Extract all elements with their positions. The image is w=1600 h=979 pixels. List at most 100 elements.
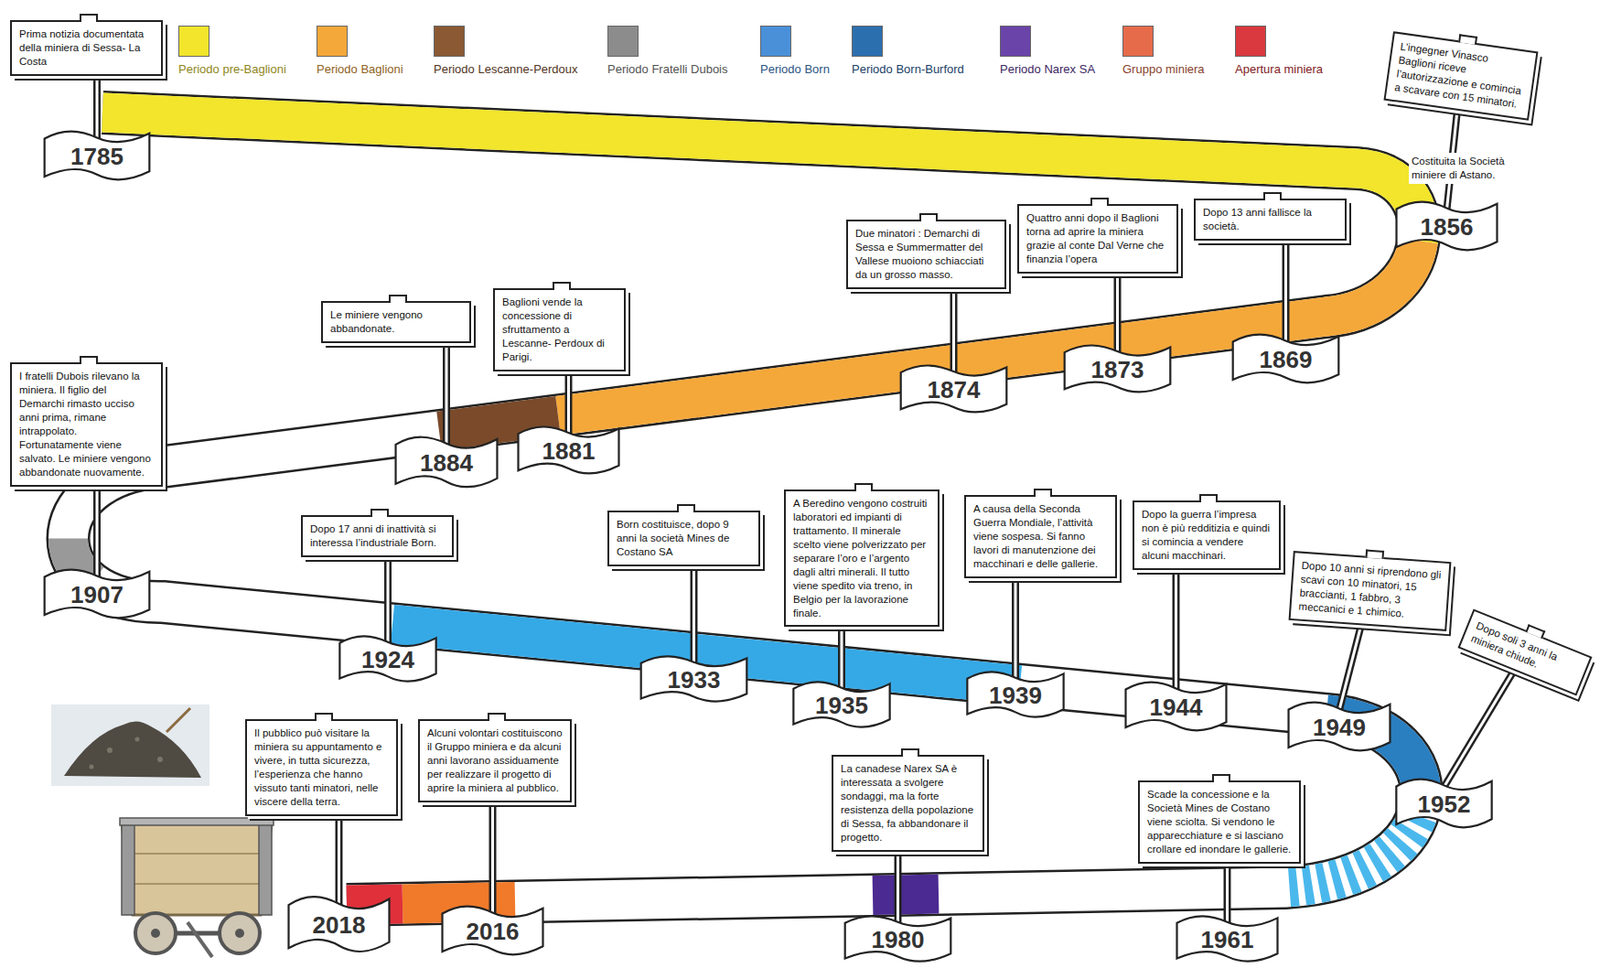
post bbox=[1172, 567, 1181, 690]
flag-outline bbox=[1396, 202, 1498, 251]
post bbox=[1444, 652, 1526, 787]
event-text: A Beredino vengono costruiti laboratori … bbox=[793, 496, 931, 620]
year-flag: 1785 bbox=[41, 128, 153, 183]
year-flag: 1949 bbox=[1285, 698, 1394, 754]
event-sign: Il pubblico può visitare la miniera su a… bbox=[245, 719, 398, 817]
flag-outline bbox=[442, 906, 544, 956]
event-text: Alcuni volontari costituiscono il Gruppo… bbox=[427, 726, 563, 795]
year-text: 1935 bbox=[815, 690, 869, 720]
cart-plank bbox=[125, 852, 269, 855]
legend-text: Periodo Baglioni bbox=[316, 62, 404, 77]
post-highlight bbox=[1225, 860, 1229, 924]
legend-item: Periodo Born-Burford bbox=[851, 25, 965, 77]
year-flag: 1944 bbox=[1122, 678, 1230, 734]
event-text: Due minatori : Demarchi di Sessa e Summe… bbox=[855, 226, 998, 282]
road-ground bbox=[68, 112, 1422, 905]
flag-outline bbox=[793, 681, 890, 727]
year-text: 2018 bbox=[312, 910, 366, 939]
legend-swatch bbox=[433, 25, 465, 57]
legend-text: Periodo Born-Burford bbox=[851, 62, 965, 77]
post-highlight bbox=[1174, 567, 1178, 690]
sign-post bbox=[1285, 237, 1287, 343]
year-text: 1874 bbox=[927, 375, 981, 404]
flag-outline bbox=[1064, 344, 1171, 392]
year-text: 1869 bbox=[1259, 344, 1313, 374]
year-flag: 1952 bbox=[1393, 775, 1495, 831]
sign-post bbox=[568, 368, 570, 435]
sign-post bbox=[492, 799, 494, 914]
legend-text: Periodo Fratelli Dubois bbox=[607, 62, 729, 77]
sign-post bbox=[1116, 270, 1118, 354]
ore-speck bbox=[135, 737, 140, 742]
post-highlight bbox=[386, 554, 390, 644]
legend-item: Periodo Baglioni bbox=[316, 25, 404, 77]
cart-box bbox=[121, 823, 272, 915]
year-flag: 1939 bbox=[964, 668, 1067, 720]
event-text: Dopo 10 anni si riprendono gli scavi con… bbox=[1298, 558, 1442, 623]
sign-post bbox=[897, 848, 899, 924]
sign-post bbox=[841, 623, 843, 689]
event-text: L’ingegner Vinasco Baglioni riceve l’aut… bbox=[1394, 40, 1529, 113]
flag-outline bbox=[44, 131, 151, 181]
post-highlight bbox=[1014, 575, 1018, 680]
year-text: 1884 bbox=[419, 448, 473, 477]
legend-swatch bbox=[316, 25, 348, 57]
event-text: Le miniere vengono abbandonate. bbox=[330, 308, 462, 336]
event-sign: Prima notizia documentata della miniera … bbox=[10, 20, 163, 76]
wheel-hub bbox=[235, 928, 245, 938]
sign-post bbox=[338, 813, 340, 906]
year-text: 1856 bbox=[1420, 212, 1474, 241]
legend-swatch bbox=[760, 25, 792, 57]
legend-text: Periodo Born bbox=[760, 62, 830, 77]
year-text: 1944 bbox=[1149, 692, 1203, 721]
sign-post bbox=[1444, 652, 1526, 787]
event-sign: Baglioni vende la concessione di sfrutta… bbox=[493, 288, 626, 372]
event-text: Dopo 13 anni fallisce la società. bbox=[1202, 205, 1338, 234]
post-highlight bbox=[1116, 270, 1119, 354]
event-sign: Born costituisce, dopo 9 anni la società… bbox=[607, 510, 761, 567]
post bbox=[565, 368, 573, 435]
year-flag: 1961 bbox=[1173, 912, 1281, 965]
post bbox=[894, 848, 903, 924]
flag-outline bbox=[44, 569, 151, 619]
flag-outline bbox=[396, 437, 498, 488]
road-apertura bbox=[346, 903, 403, 905]
event-sign: L’ingegner Vinasco Baglioni riceve l’aut… bbox=[1384, 31, 1539, 120]
legend-swatch bbox=[1234, 25, 1267, 57]
flag-outline bbox=[1395, 779, 1492, 828]
cart-strap bbox=[121, 821, 135, 915]
legend-item: Apertura miniera bbox=[1234, 25, 1323, 77]
post-highlight bbox=[567, 368, 570, 435]
cart-rim bbox=[119, 817, 274, 826]
post-highlight bbox=[491, 799, 494, 914]
road-gruppo bbox=[402, 902, 516, 904]
post bbox=[1011, 575, 1020, 680]
legend-text: Periodo pre-Baglioni bbox=[178, 62, 287, 77]
legend-item: Periodo Lescanne-Perdoux bbox=[433, 25, 579, 77]
ore-pile-picture bbox=[51, 704, 210, 786]
event-text: A causa della Seconda Guerra Mondiale, l… bbox=[973, 502, 1108, 571]
event-sign: Dopo 17 anni di inattività si interessa … bbox=[300, 515, 454, 558]
event-text: La canadese Narex SA è interessata a svo… bbox=[840, 762, 976, 845]
post bbox=[442, 340, 451, 446]
event-text: Dopo soli 3 anni la miniera chiude. bbox=[1469, 619, 1581, 687]
year-flag: 1869 bbox=[1229, 331, 1343, 387]
cart-wheel bbox=[219, 912, 260, 954]
event-sign: Dopo soli 3 anni la miniera chiude. bbox=[1458, 608, 1593, 696]
post bbox=[93, 483, 101, 579]
post-highlight bbox=[337, 813, 341, 906]
event-sign: Dopo 13 anni fallisce la società. bbox=[1193, 198, 1347, 241]
flag-outline bbox=[901, 365, 1008, 412]
ore-speck bbox=[107, 747, 113, 753]
year-text: 1873 bbox=[1091, 354, 1145, 384]
post-highlight bbox=[1284, 237, 1288, 343]
legend-text: Periodo Lescanne-Perdoux bbox=[433, 62, 579, 77]
ore-pile bbox=[64, 720, 202, 778]
post bbox=[837, 623, 846, 689]
year-flag: 1873 bbox=[1061, 342, 1174, 396]
post bbox=[489, 799, 497, 914]
year-flag: 1907 bbox=[41, 566, 153, 622]
legend-text: Apertura miniera bbox=[1234, 62, 1323, 77]
year-flag: 1856 bbox=[1393, 198, 1501, 254]
event-sign: Alcuni volontari costituiscono il Gruppo… bbox=[418, 719, 572, 803]
